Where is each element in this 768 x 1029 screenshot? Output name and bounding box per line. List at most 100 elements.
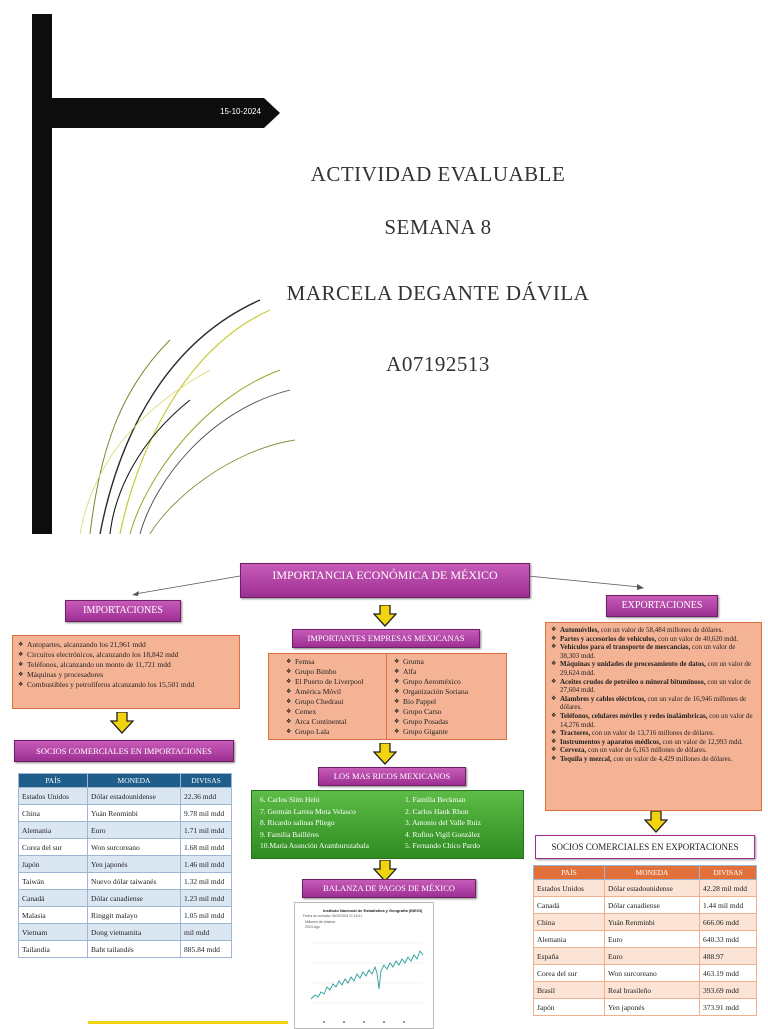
list-item-detail: con un valor de 40,620 mdd. [656, 634, 739, 643]
table-cell: Estados Unidos [533, 879, 605, 897]
table-cell: Canadá [18, 889, 88, 907]
table-cell: Euro [604, 947, 700, 965]
table-cell: Estados Unidos [18, 787, 88, 805]
list-item-lead: Aceites crudos de petróleo o mineral bit… [560, 677, 706, 686]
table-cell: España [533, 947, 605, 965]
list-item: 4. Rufino Vigil González [405, 829, 481, 839]
list-item-detail: con un valor de 58,484 millones de dólar… [599, 626, 724, 634]
list-item: Teléfonos, celulares móviles y redes ina… [551, 711, 756, 729]
list-item-detail: con un valor de 13,716 millones de dólar… [590, 729, 715, 738]
table-cell: Taiwán [18, 872, 88, 890]
exportaciones-list-box: Automóviles, con un valor de 58,484 mill… [545, 622, 762, 811]
main-title-box: IMPORTANCIA ECONÓMICA DE MÉXICO [240, 563, 530, 598]
table-cell: Baht tailandés [87, 940, 181, 958]
table-cell: 9.78 mil mdd [180, 804, 232, 822]
table-header-row: PAÍS MONEDA DIVISAS [533, 865, 757, 880]
list-item: Vehículos para el transporte de mercancí… [551, 643, 756, 660]
list-item-detail: con un valor de 6,163 millones de dólare… [586, 746, 707, 755]
table-cell: Dólar canadiense [604, 896, 700, 914]
list-item: Alfa [394, 667, 503, 677]
list-item: Grupo Carso [394, 707, 503, 717]
decorative-vertical-bar [32, 14, 52, 534]
table-cell: Japón [18, 855, 88, 873]
table-cell: Euro [604, 930, 700, 948]
list-item: El Puerto de Liverpool [286, 677, 395, 687]
table-cell: Ringgit malayo [87, 906, 181, 924]
list-item-lead: Instrumentos y aparatos médicos, [560, 737, 661, 746]
table-cell: Yen japonés [604, 998, 700, 1016]
list-item: Grupo Lala [286, 727, 395, 737]
table-cell: 1.46 mil mdd [180, 855, 232, 873]
list-item: Circuitos electrónicos, alcanzando los 1… [18, 650, 233, 660]
cover-date: 15-10-2024 [220, 107, 261, 116]
chart-series-line [310, 950, 424, 1000]
balanza-title: BALANZA DE PAGOS DE MÉXICO [323, 883, 455, 893]
chart-query-date: Fecha de consulta: 05/10/2024 21:18:41 [303, 914, 363, 918]
chart-period-label: 2024 Ago [305, 925, 320, 929]
list-item-detail: con un valor de 29,624 mdd. [560, 660, 752, 677]
list-item: 6. Carlos Slim Helú [260, 795, 320, 804]
column-header: PAÍS [18, 773, 88, 788]
list-item-lead: Automóviles, [560, 626, 600, 634]
empresas-col-2: GrumaAlfaGrupo AeroméxicoOrganización So… [389, 654, 503, 737]
list-item: América Móvil [286, 687, 395, 697]
list-item: Femsa [286, 657, 395, 667]
list-item-lead: Alambres y cables eléctricos, [560, 694, 646, 703]
table-cell: Alemania [533, 930, 605, 948]
table-cell: Won surcoreano [604, 964, 700, 982]
table-cell: Nuevo dólar taiwanés [87, 872, 181, 890]
list-item: Organización Soriana [394, 687, 503, 697]
list-item: Partes y accesorios de vehículos, con un… [551, 634, 756, 644]
table-cell: 488.97 [699, 947, 757, 965]
chart-gridlines [311, 942, 423, 1004]
table-cell: Real brasileño [604, 981, 700, 999]
table-cell: 1.23 mil mdd [180, 889, 232, 907]
cover-author-name: MARCELA DEGANTE DÁVILA [286, 281, 590, 305]
list-item: Arca Continental [286, 717, 395, 727]
importaciones-list-box: Autopartes, alcanzando los 21,961 mdd Ci… [12, 635, 240, 709]
socios-importaciones-title: SOCIOS COMERCIALES EN IMPORTACIONES [36, 746, 212, 756]
table-cell: Dólar estadounidense [87, 787, 181, 805]
list-item: Alambres y cables eléctricos, con un val… [551, 694, 756, 712]
table-cell: Dólar canadiense [87, 889, 181, 907]
arrow-down-icon [373, 605, 397, 627]
empresas-box: FemsaGrupo BimboEl Puerto de LiverpoolAm… [268, 653, 507, 740]
list-item-detail: con un valor de 12,993 mdd. [660, 737, 743, 746]
table-cell: Dong vietnamita [87, 923, 181, 941]
table-cell: Dólar estadounidense [604, 879, 700, 897]
cover-student-id: A07192513 [386, 352, 490, 376]
table-cell: Yen japonés [87, 855, 181, 873]
list-item: Aceites crudos de petróleo o mineral bit… [551, 677, 756, 695]
list-item: Gruma [394, 657, 503, 667]
cover-page: 15-10-2024 ACTIVIDAD EVALUABLE SEMANA 8 … [32, 14, 590, 535]
importaciones-title-box: IMPORTACIONES [65, 600, 181, 622]
concept-map-page: IMPORTANCIA ECONÓMICA DE MÉXICO IMPORTAC… [0, 545, 768, 1029]
table-cell: Won surcoreano [87, 838, 181, 856]
table-cell: 463.19 mdd [699, 964, 757, 982]
empresas-col-1: FemsaGrupo BimboEl Puerto de LiverpoolAm… [269, 654, 395, 737]
decorative-grass-lines [79, 299, 296, 535]
arrow-down-icon [644, 811, 668, 833]
balanza-chart: Instituto Nacional de Estadística y Geog… [294, 902, 434, 1029]
list-item: Cerveza, con un valor de 6,163 millones … [551, 746, 756, 755]
list-item: 2. Carlos Hank Rhon [405, 806, 469, 816]
chart-unit-label: Millones de dólares [305, 920, 336, 924]
exportaciones-list: Automóviles, con un valor de 58,484 mill… [546, 623, 761, 767]
column-header: PAÍS [533, 865, 605, 880]
cover-week: SEMANA 8 [384, 215, 492, 239]
importaciones-list: Autopartes, alcanzando los 21,961 mdd Ci… [13, 636, 239, 694]
list-item: Grupo Gigante [394, 727, 503, 737]
bottom-highlight-bar [88, 1021, 288, 1024]
list-item-lead: Teléfonos, celulares móviles y redes ina… [560, 711, 708, 720]
list-item: Máquinas y procesadores [18, 670, 233, 680]
importaciones-title: IMPORTACIONES [83, 605, 163, 616]
